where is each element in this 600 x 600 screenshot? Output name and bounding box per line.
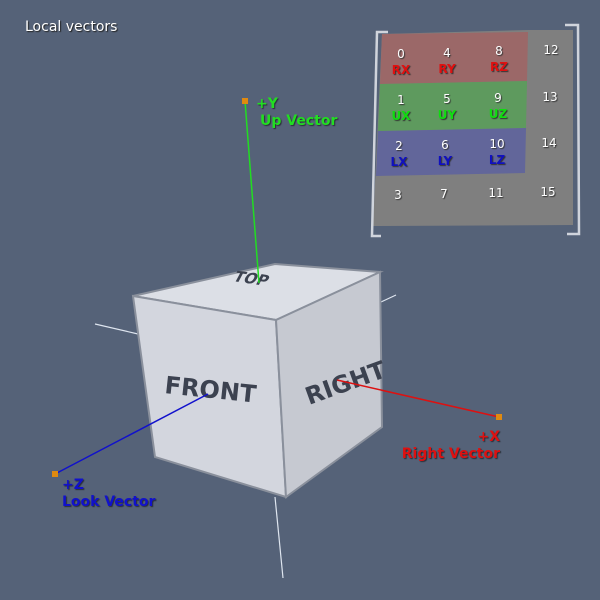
matrix-row-up <box>378 81 527 131</box>
cell-index: 5 <box>443 92 451 106</box>
cell-symbol: RX <box>391 63 411 77</box>
up-axis-label: +Y <box>256 96 278 112</box>
right-vector-line <box>336 379 500 418</box>
right-vector-endpoint[interactable] <box>496 414 502 420</box>
cell-index: 11 <box>488 186 504 200</box>
right-name-label: Right Vector <box>401 446 500 462</box>
look-vector-line <box>54 393 209 475</box>
up-vector-line <box>244 100 260 284</box>
cell-symbol: LX <box>390 155 408 169</box>
world-axis-down <box>274 496 284 579</box>
cell-index: 15 <box>540 185 556 199</box>
matrix-cell-14: 14 <box>524 135 574 151</box>
cube: TOP FRONT RIGHT <box>131 262 390 499</box>
cell-index: 2 <box>395 139 403 153</box>
world-axis-left <box>94 323 139 335</box>
up-name-label: Up Vector <box>260 113 338 129</box>
cell-index: 1 <box>397 93 405 107</box>
cell-index: 4 <box>443 46 451 60</box>
matrix-row-look <box>376 128 526 176</box>
world-axis-right <box>380 294 397 303</box>
look-vector-label: +Z Look Vector <box>62 477 155 511</box>
matrix-left-bracket <box>370 30 388 238</box>
matrix-cell-15: 15 <box>523 184 573 200</box>
look-name-label: Look Vector <box>62 494 156 510</box>
cell-index: 13 <box>542 90 558 104</box>
cube-top-label: TOP <box>230 268 272 289</box>
cell-index: 0 <box>397 47 405 61</box>
cell-symbol: UY <box>437 108 457 122</box>
cell-symbol: RZ <box>490 60 508 74</box>
up-vector-endpoint[interactable] <box>242 98 248 104</box>
matrix-cell-3: 3 <box>373 187 423 203</box>
up-vector-label: +Y Up Vector <box>256 96 337 130</box>
cell-index: 7 <box>440 187 448 201</box>
cell-index: 6 <box>441 138 449 152</box>
cell-index: 8 <box>495 44 503 58</box>
cell-symbol: UX <box>391 109 411 123</box>
cell-symbol: RY <box>438 62 456 76</box>
page-title: Local vectors <box>25 19 118 35</box>
cell-index: 10 <box>489 137 505 151</box>
right-vector-label: +X Right Vector <box>400 429 500 463</box>
cell-symbol: UZ <box>488 107 508 121</box>
cell-index: 14 <box>541 136 557 150</box>
look-axis-label: +Z <box>62 477 84 493</box>
cell-index: 3 <box>394 188 402 202</box>
matrix-panel <box>370 23 581 238</box>
right-axis-label: +X <box>477 429 500 445</box>
look-vector-endpoint[interactable] <box>52 471 58 477</box>
cell-index: 9 <box>494 91 502 105</box>
matrix-cell-12: 12 <box>526 42 576 58</box>
matrix-cell-7: 7 <box>419 186 469 202</box>
cell-index: 12 <box>543 43 559 57</box>
cell-symbol: LZ <box>488 153 506 167</box>
cube-right-face <box>274 270 384 499</box>
matrix-right-bracket <box>565 23 581 236</box>
cell-symbol: LY <box>437 154 453 168</box>
matrix-cell-13: 13 <box>525 89 575 105</box>
matrix-cell-11: 11 <box>471 185 521 201</box>
matrix-row-right <box>380 32 528 84</box>
